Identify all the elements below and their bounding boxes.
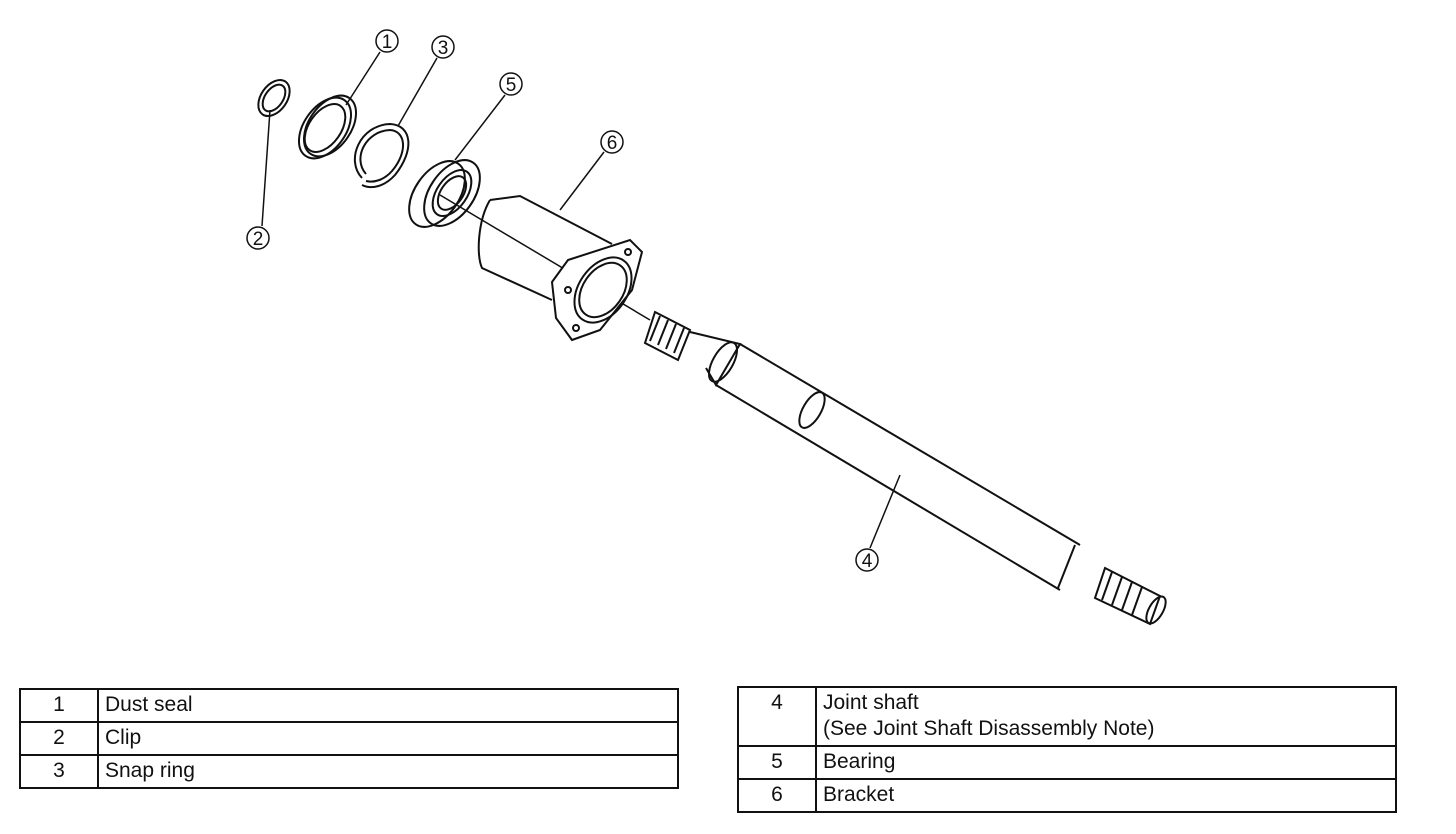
callout-circle-5 <box>499 72 523 96</box>
part-name-text: Joint shaft <box>823 691 919 714</box>
part-name: Dust seal <box>97 688 679 723</box>
joint-shaft-part <box>643 310 1167 626</box>
callout-circle-3 <box>431 35 455 59</box>
bracket-part <box>477 194 644 342</box>
callout-circle-2 <box>246 226 270 250</box>
table-row: 5 Bearing <box>737 745 1397 780</box>
exploded-view-diagram: 1 2 3 4 5 6 <box>246 29 1167 626</box>
callout-label-2: 2 <box>253 229 264 250</box>
dust-seal-part <box>297 94 358 160</box>
bearing-part <box>408 159 481 228</box>
callout-label-1: 1 <box>382 32 393 53</box>
clip-part <box>257 78 291 118</box>
part-name: Joint shaft (See Joint Shaft Disassembly… <box>815 686 1397 747</box>
part-name: Bracket <box>815 778 1397 813</box>
part-note-text: (See Joint Shaft Disassembly Note) <box>823 717 1155 740</box>
part-name: Snap ring <box>97 754 679 789</box>
part-number: 3 <box>19 754 99 789</box>
callout-label-6: 6 <box>607 133 618 154</box>
callout-label-3: 3 <box>438 38 449 59</box>
callout-circle-4 <box>855 548 879 572</box>
parts-table-right: 4 Joint shaft (See Joint Shaft Disassemb… <box>737 686 1397 813</box>
part-number: 2 <box>19 721 99 756</box>
callout-circle-1 <box>375 29 399 53</box>
leader-lines <box>261 51 901 549</box>
part-name: Clip <box>97 721 679 756</box>
callout-circle-6 <box>600 130 624 154</box>
part-name: Bearing <box>815 745 1397 780</box>
table-row: 1 Dust seal <box>19 688 679 723</box>
part-number: 6 <box>737 778 817 813</box>
part-number: 1 <box>19 688 99 723</box>
table-row: 2 Clip <box>19 721 679 756</box>
table-row: 6 Bracket <box>737 778 1397 813</box>
parts-table-left: 1 Dust seal 2 Clip 3 Snap ring <box>19 688 679 789</box>
callout-label-5: 5 <box>506 75 517 96</box>
snap-ring-part <box>353 122 410 189</box>
part-number: 5 <box>737 745 817 780</box>
part-number: 4 <box>737 686 817 747</box>
table-row: 4 Joint shaft (See Joint Shaft Disassemb… <box>737 686 1397 747</box>
table-row: 3 Snap ring <box>19 754 679 789</box>
callout-label-4: 4 <box>862 551 873 572</box>
